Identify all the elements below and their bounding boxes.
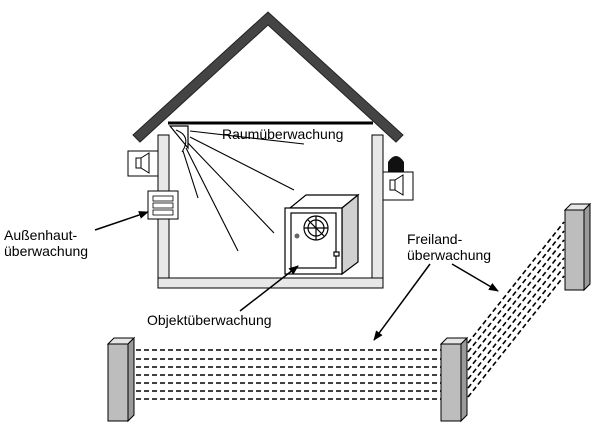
house-roof [132,11,404,143]
diagonal-beam-lines [467,221,565,398]
motion-detector-icon [168,125,189,153]
arrow-objekt [239,265,299,312]
label-aussenhaut-line1: Außenhaut- [4,227,78,243]
arrow-aussenhaut [94,211,149,231]
front-beam-lines [136,349,444,400]
beam-post-back [563,202,592,292]
arrow-freiland-right [451,263,499,292]
label-freiland-line1: Freiland- [407,231,463,247]
motion-detection-rays [182,130,305,252]
speaker-icon [127,150,159,177]
house-right-wall [371,134,384,286]
label-raumueberwachung: Raumüberwachung [222,126,344,142]
door-contact-icon [147,190,179,220]
pointer-arrows [94,211,499,341]
safe-icon [284,193,360,276]
beam-post-right [439,336,469,423]
label-objektueberwachung: Objektüberwachung [147,312,272,328]
label-freiland-line2: überwachung [407,247,492,263]
arrow-freiland-left [373,263,431,341]
beam-post-left [106,336,136,423]
label-aussenhaut-line2: überwachung [4,243,89,259]
siren-speaker-icon [382,156,414,201]
